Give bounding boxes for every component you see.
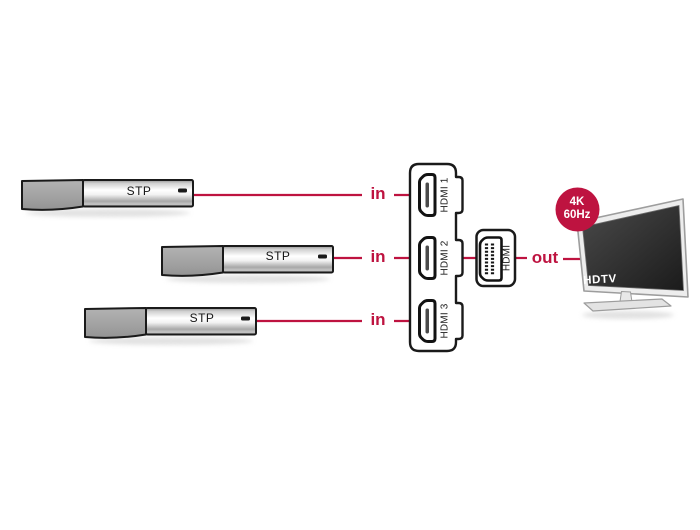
stp-label-2: STP (265, 249, 291, 263)
stp-box-3 (84, 307, 257, 345)
hdmi-port-2-slot (425, 245, 429, 271)
badge-line-1: 4K (569, 195, 585, 208)
hdmi-plug-label: HDMI (501, 244, 513, 272)
hdmi-port-label-1: HDMI 1 (439, 177, 451, 213)
badge-4k60hz-circle (555, 187, 600, 232)
out-label: out (531, 248, 559, 267)
box-shadow (166, 275, 330, 283)
hdmi-port-1-slot (425, 182, 429, 208)
badge-4k60hz-text: 4K 60Hz (564, 196, 591, 222)
tv-stand-base (583, 298, 672, 312)
in-label-1: in (370, 184, 386, 203)
stp-side-face (161, 245, 224, 277)
stp-side-face (84, 307, 147, 339)
stp-slot-icon (241, 316, 250, 321)
stp-side-face (21, 179, 84, 211)
tv-screen (582, 205, 684, 291)
in-label-3: in (370, 310, 386, 329)
stp-label-1: STP (126, 184, 152, 198)
stp-label-3: STP (189, 311, 215, 325)
stp-slot-icon (318, 254, 327, 259)
box-shadow (89, 337, 253, 345)
cable-lines (193, 193, 581, 323)
hdtv-label: HDTV (582, 273, 618, 287)
stp-box-1 (21, 179, 194, 217)
hdmi-plug-icon (475, 228, 517, 288)
hdtv-icon (576, 198, 689, 319)
hdmi-port-label-3: HDMI 3 (439, 303, 451, 339)
stp-front-face (145, 307, 257, 336)
stp-slot-icon (178, 188, 187, 193)
hdmi-switch-panel (408, 162, 464, 353)
badge-line-2: 60Hz (563, 209, 591, 221)
stp-box-2 (161, 245, 334, 283)
in-label-2: in (370, 247, 386, 266)
hdmi-port-3-slot (425, 308, 429, 334)
tv-shadow (582, 311, 674, 319)
plug-connector-shape (478, 236, 503, 282)
box-shadow (26, 209, 190, 217)
hdmi-port-label-2: HDMI 2 (439, 240, 451, 276)
stp-front-face (222, 245, 334, 274)
stp-front-face (82, 179, 194, 208)
